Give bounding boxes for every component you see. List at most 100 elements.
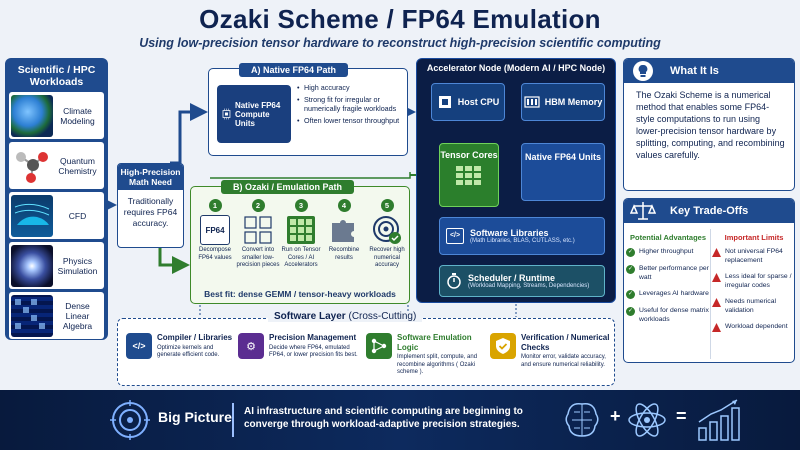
split-grid-icon — [243, 215, 273, 245]
workloads-panel: Scientific / HPC Workloads Climate Model… — [5, 58, 108, 340]
lightbulb-icon — [633, 61, 653, 81]
tensor-cores-block: Tensor Cores — [439, 143, 499, 207]
accelerator-title: Accelerator Node (Modern AI / HPC Node) — [426, 63, 606, 73]
software-layer-title: Software Layer (Cross-Cutting) — [268, 311, 423, 322]
growth-chart-icon — [698, 399, 740, 441]
sw-precision-item: ⚙ Precision Management Decide where FP64… — [238, 333, 362, 360]
tensor-cores-label: Tensor Cores — [440, 150, 498, 160]
software-layer-title-suffix: (Cross-Cutting) — [348, 311, 417, 322]
native-fp64-path: A) Native FP64 Path Native FP64 Compute … — [208, 63, 408, 156]
workload-item: Dense Linear Algebra — [9, 292, 104, 339]
puzzle-icon — [329, 215, 359, 245]
hbm-block: HBM Memory — [521, 83, 605, 121]
limit-text: Not universal FP64 replacement — [725, 248, 783, 264]
target-icon — [110, 400, 150, 440]
sw-emulation-item: Software Emulation Logic Implement split… — [366, 333, 484, 377]
workload-item: Physics Simulation — [9, 242, 104, 289]
sw-item-title: Verification / Numerical Checks — [521, 333, 610, 352]
ozaki-step-4: 4 Recombine results — [322, 199, 366, 262]
advantage-text: Better performance per watt — [639, 265, 709, 281]
limit-text: Needs numerical validation — [725, 298, 776, 314]
ozaki-step-2: 2 Convert into smaller low-precision pie… — [236, 199, 280, 270]
native-fp64-unit-box: Native FP64 Compute Units — [217, 85, 291, 143]
earth-icon — [11, 94, 53, 137]
limits-title: Important Limits — [724, 233, 784, 242]
scheduler-runtime-block: Scheduler / Runtime (Workload Mapping, S… — [439, 265, 605, 297]
host-cpu-label: Host CPU — [457, 97, 500, 107]
advantages-title: Potential Advantages — [630, 233, 706, 242]
step-text: Recover high numerical accuracy — [369, 247, 405, 268]
native-bullet: High accuracy — [297, 83, 405, 92]
ozaki-emulation-path: B) Ozaki / Emulation Path 1 FP64 Decompo… — [190, 180, 410, 304]
limit-item: Not universal FP64 replacement — [712, 248, 794, 265]
native-bullets: High accuracy Strong fit for irregular o… — [297, 83, 405, 128]
limit-text: Less ideal for sparse / irregular codes — [725, 273, 792, 289]
sw-item-desc: Implement split, compute, and recombine … — [397, 354, 478, 375]
advantage-item: ✓Better performance per watt — [626, 265, 710, 282]
brain-circuit-icon — [565, 402, 599, 437]
step-number: 4 — [337, 199, 351, 212]
workload-label: Climate Modeling — [60, 105, 95, 126]
ozaki-step-3: 3 Run on Tensor Cores / AI Accelerators — [279, 199, 323, 270]
native-path-title: A) Native FP64 Path — [239, 63, 349, 77]
math-need-title: High-Precision Math Need — [118, 164, 183, 190]
what-it-is-panel: What It Is The Ozaki Scheme is a numeric… — [623, 58, 795, 191]
software-libraries-sub: (Math Libraries, BLAS, CUTLASS, etc.) — [470, 238, 575, 244]
ozaki-step-5: 5 Recover high numerical accuracy — [365, 199, 409, 270]
big-picture-title: Big Picture — [158, 409, 232, 425]
limit-item: Less ideal for sparse / irregular codes — [712, 273, 794, 290]
fp64-box-icon: FP64 — [200, 215, 230, 245]
memory-icon — [524, 96, 540, 108]
advantage-item: ✓Higher throughput — [626, 248, 710, 257]
shield-check-icon — [490, 333, 516, 359]
stopwatch-icon — [447, 273, 461, 289]
code-icon: </> — [126, 333, 152, 359]
car-airflow-icon — [11, 194, 53, 237]
cpu-icon — [438, 96, 451, 108]
target-check-icon — [372, 215, 402, 245]
software-libraries-block: </> Software Libraries (Math Libraries, … — [439, 217, 605, 255]
ozaki-step-1: 1 FP64 Decompose FP64 values — [193, 199, 237, 262]
workload-label: Dense Linear Algebra — [62, 300, 93, 331]
software-layer-title-text: Software Layer — [274, 311, 346, 322]
warning-icon — [712, 323, 721, 332]
page-title: Ozaki Scheme / FP64 Emulation — [199, 4, 601, 34]
software-layer: Software Layer (Cross-Cutting) </> Compi… — [117, 311, 615, 386]
advantage-text: Useful for dense matrix workloads — [639, 307, 709, 323]
math-need-box: High-Precision Math Need Traditionally r… — [117, 163, 184, 248]
advantage-item: ✓ Leverages AI hardware — [626, 290, 710, 299]
sw-item-title: Compiler / Libraries — [157, 333, 233, 342]
workload-item: Climate Modeling — [9, 92, 104, 139]
workload-item: CFD — [9, 192, 104, 239]
galaxy-icon — [11, 244, 53, 287]
step-number: 2 — [251, 199, 265, 212]
big-picture-divider — [232, 403, 234, 437]
sw-verification-item: Verification / Numerical Checks Monitor … — [490, 333, 610, 369]
check-icon: ✓ — [626, 248, 635, 257]
limit-item: Workload dependent — [712, 323, 794, 332]
sw-item-title: Software Emulation Logic — [397, 333, 472, 352]
scheduler-sub: (Workload Mapping, Streams, Dependencies… — [468, 283, 590, 289]
check-icon: ✓ — [626, 290, 635, 299]
sw-item-title: Precision Management — [269, 333, 357, 342]
warning-icon — [712, 298, 721, 307]
step-number: 3 — [294, 199, 308, 212]
sw-item-desc: Optimize kernels and generate efficient … — [157, 344, 220, 359]
step-text: Convert into smaller low-precision piece… — [236, 247, 280, 268]
fp64-icon-text: FP64 — [205, 225, 225, 235]
step-number: 1 — [208, 199, 222, 212]
advantage-text: Leverages AI hardware — [639, 290, 709, 297]
step-text: Recombine results — [328, 247, 360, 261]
page-subtitle: Using low-precision tensor hardware to r… — [139, 36, 661, 50]
ozaki-path-title: B) Ozaki / Emulation Path — [221, 180, 355, 194]
workload-item: Quantum Chemistry — [9, 142, 104, 189]
what-it-is-body: The Ozaki Scheme is a numerical method t… — [636, 90, 785, 160]
sw-item-desc: Monitor error, validate accuracy, and en… — [521, 354, 606, 368]
best-fit-note: Best fit: dense GEMM / tensor-heavy work… — [204, 289, 396, 299]
native-fp64-units-block: Native FP64 Units — [521, 143, 605, 201]
host-cpu-block: Host CPU — [431, 83, 505, 121]
tradeoffs-panel: Key Trade-Offs Potential Advantages ✓Hig… — [623, 198, 795, 363]
limit-item: Needs numerical validation — [712, 298, 794, 315]
code-icon: </> — [446, 228, 464, 244]
step-text: Run on Tensor Cores / AI Accelerators — [281, 247, 321, 268]
